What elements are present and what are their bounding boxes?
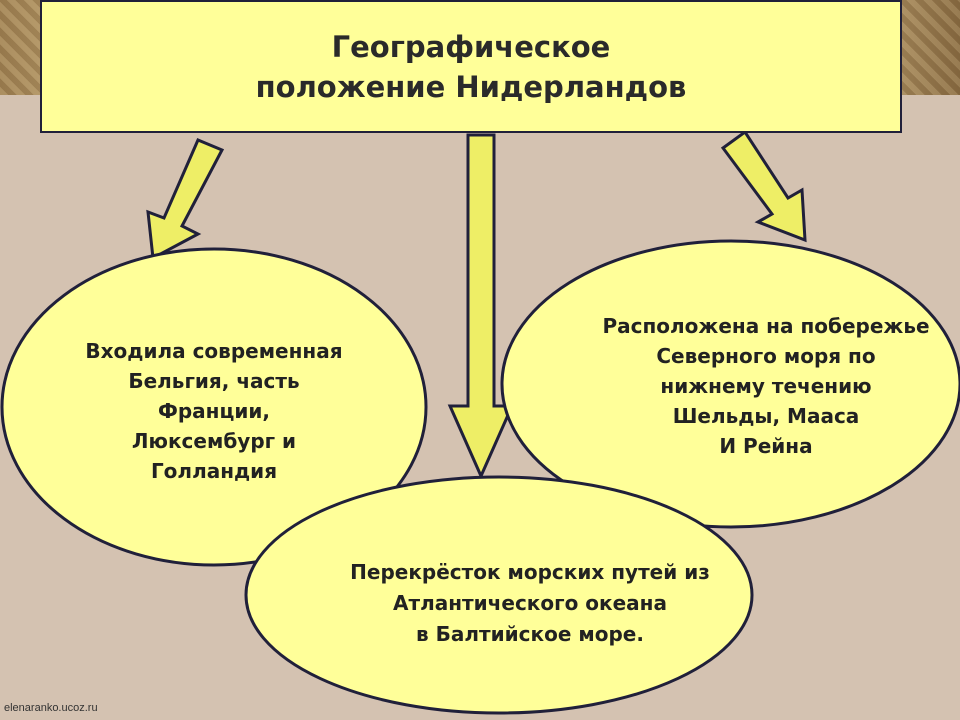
- right-node-line: И Рейна: [719, 434, 813, 458]
- right-node-line: Расположена на побережье: [602, 314, 930, 338]
- ellipse-bottom: [244, 475, 754, 715]
- right-node-text: Расположена на побережье Северного моря …: [571, 311, 960, 461]
- left-node-line: Бельгия, часть: [128, 369, 300, 393]
- arrow-left: [146, 138, 225, 261]
- left-node-line: Франции,: [158, 399, 270, 423]
- bottom-node-line: в Балтийское море.: [416, 622, 644, 646]
- arrow-center: [447, 133, 515, 480]
- bottom-node-text: Перекрёсток морских путей из Атлантическ…: [310, 557, 750, 650]
- right-node-line: нижнему течению: [660, 374, 872, 398]
- arrow-right: [720, 129, 807, 243]
- watermark: elenaranko.ucoz.ru: [4, 702, 98, 714]
- bottom-node-line: Перекрёсток морских путей из: [350, 560, 710, 584]
- title-line-1: Географическое: [331, 29, 611, 64]
- ellipse-left: [0, 247, 428, 567]
- left-node-line: Люксембург и: [131, 429, 297, 453]
- title-line-2: положение Нидерландов: [255, 69, 687, 104]
- left-node-line: Голландия: [150, 459, 278, 483]
- right-node-line: Шельды, Мааса: [672, 404, 860, 428]
- bottom-node-line: Атлантического океана: [393, 591, 667, 615]
- left-node-text: Входила современная Бельгия, часть Франц…: [44, 336, 384, 486]
- ellipse-right: [500, 239, 960, 529]
- right-node-line: Северного моря по: [656, 344, 876, 368]
- left-node-line: Входила современная: [85, 339, 343, 363]
- title-box: Географическое положение Нидерландов: [40, 0, 902, 133]
